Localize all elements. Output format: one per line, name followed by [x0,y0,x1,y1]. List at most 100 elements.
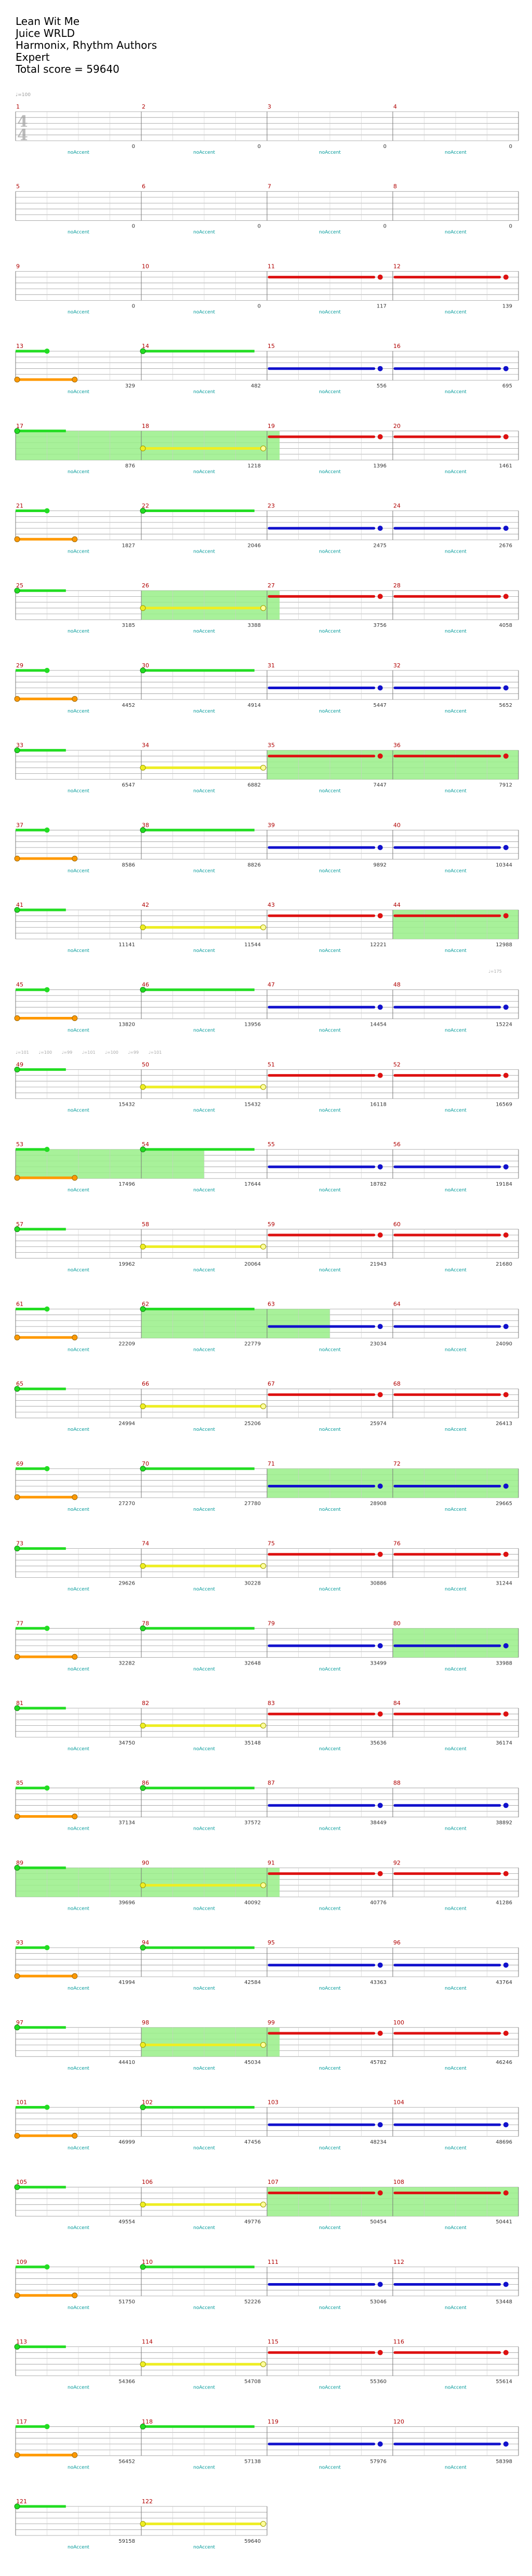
note-yellow [260,605,267,611]
measure-score: 57976 [370,2459,387,2464]
note-green [14,1705,20,1711]
measure-score: 30886 [370,1581,387,1587]
measure-score: 9892 [374,862,387,868]
note-yellow [260,1243,267,1250]
measure-number: 78 [142,1620,149,1627]
measure-score: 47456 [244,2140,261,2145]
note-red [377,2350,383,2355]
measure-number: 71 [268,1460,275,1467]
accent-label: noAccent [193,2066,215,2071]
measure-number: 66 [142,1380,149,1387]
measure-score: 2046 [248,543,261,549]
measure-score: 42584 [244,1980,261,1985]
measure-number: 69 [16,1460,23,1467]
measure-number: 104 [393,2099,404,2106]
measure-number: 34 [142,742,149,749]
tempo-change-row: ♩=101 ♩=100 ♩=99 ♩=101 ♩=100 ♩=99 ♩=101 [16,1050,170,1055]
measure-number: 62 [142,1301,149,1308]
accent-label: noAccent [68,709,89,714]
accent-label: noAccent [68,629,89,634]
note-orange [14,536,20,542]
accent-label: noAccent [319,1747,341,1752]
measure-score: 23034 [370,1341,387,1347]
measure-number: 106 [142,2179,153,2185]
accent-label: noAccent [319,469,341,475]
accent-label: noAccent [319,1028,341,1034]
measure-number: 112 [393,2259,404,2265]
note-yellow [260,2361,267,2367]
accent-label: noAccent [193,2225,215,2231]
measure-score: 876 [125,463,135,469]
measure-number: 94 [142,1939,149,1946]
starpower-region [141,1868,280,1897]
note-yellow [260,1403,267,1410]
accent-label: noAccent [193,1427,215,1432]
note-blue [503,1643,509,1648]
accent-label: noAccent [319,2066,341,2071]
note-green [14,2344,20,2350]
measure-score: 20064 [244,1262,261,1267]
measure-number: 114 [142,2339,153,2345]
note-green [44,1306,50,1312]
measure-score: 32648 [244,1660,261,1666]
note-red [503,1232,509,1238]
note-orange [72,536,78,542]
accent-label: noAccent [445,2146,467,2151]
measure-number: 98 [142,2019,149,2026]
measure-score: 7912 [499,783,512,788]
measure-number: 67 [268,1380,275,1387]
accent-label: noAccent [68,2385,89,2391]
note-blue [503,1803,509,1808]
measure-number: 4 [393,103,397,110]
accent-label: noAccent [68,1747,89,1752]
note-red [377,1072,383,1078]
measure-score: 15432 [244,1102,261,1107]
note-green [140,2264,146,2270]
measure-score: 4914 [248,703,261,708]
measure-score: 50454 [370,2219,387,2225]
measure-number: 2 [142,103,145,110]
note-yellow [140,1243,146,1250]
measure-score: 15224 [496,1022,512,1028]
measure-number: 21 [16,503,23,509]
measure-score: 41994 [118,1980,135,1985]
measure-score: 37134 [118,1820,135,1826]
measure-score: 0 [258,303,261,309]
measure-score: 32282 [118,1660,135,1666]
note-green [14,1066,20,1072]
note-orange [14,2132,20,2139]
measure-number: 52 [393,1061,401,1068]
measure-score: 4452 [122,703,135,708]
measure-score: 482 [251,383,261,389]
measure-score: 329 [125,383,135,389]
measure-number: 89 [16,1859,23,1866]
accent-label: noAccent [68,1906,89,1911]
tempo-change: ♩=175 [488,969,502,974]
note-green [14,1864,20,1871]
accent-label: noAccent [68,2066,89,2071]
time-signature-bottom: 4 [17,126,28,144]
note-orange [72,2452,78,2458]
measure-number: 103 [268,2099,278,2106]
note-green [140,1146,146,1152]
accent-label: noAccent [68,1587,89,1592]
measure-score: 54366 [118,2379,135,2385]
note-blue [377,1962,383,1968]
accent-label: noAccent [445,1188,467,1193]
measure-score: 1827 [122,543,135,549]
note-green [140,1625,146,1631]
measure-score: 33988 [496,1660,512,1666]
accent-label: noAccent [193,1747,215,1752]
note-green [44,1626,50,1631]
measure-number: 16 [393,343,401,350]
accent-label: noAccent [445,1906,467,1911]
measure-score: 0 [132,224,135,230]
measure-number: 26 [142,582,149,589]
note-yellow [140,1403,146,1410]
measure-score: 0 [383,224,387,230]
accent-label: noAccent [319,1348,341,1353]
song-charter: Harmonix, Rhythm Authors [16,39,157,51]
tempo-marker: ♩=100 [16,92,31,98]
measure-number: 91 [268,1859,275,1866]
note-yellow [260,924,267,931]
